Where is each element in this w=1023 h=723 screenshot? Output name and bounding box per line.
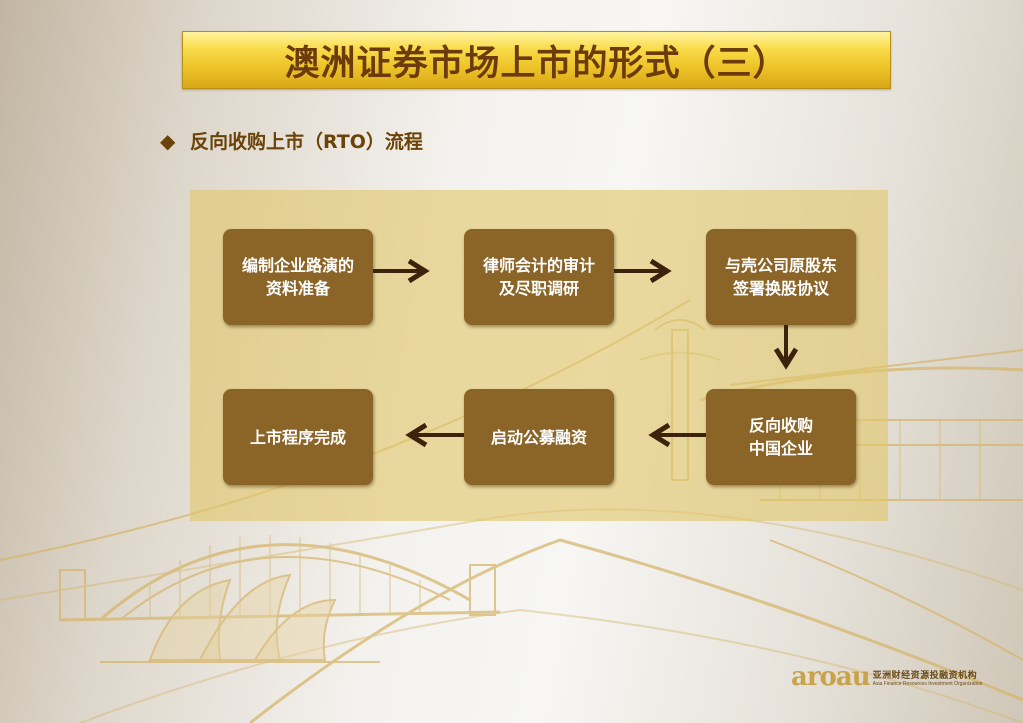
- flow-step-3: 与壳公司原股东 签署换股协议: [706, 229, 856, 325]
- section-heading-text: 反向收购上市（RTO）流程: [190, 131, 423, 153]
- section-heading: ◆ 反向收购上市（RTO）流程: [160, 127, 423, 154]
- logo-name-cn: 亚洲财经资源投融资机构: [872, 670, 978, 681]
- flow-step-5-label: 启动公募融资: [490, 427, 587, 447]
- flow-step-3-label: 与壳公司原股东 签署换股协议: [724, 256, 837, 298]
- flow-step-4: 反向收购 中国企业: [706, 389, 856, 485]
- flow-step-6-label: 上市程序完成: [249, 427, 346, 447]
- organization-logo: aroau 亚洲财经资源投融资机构 Asia Finance Resources…: [791, 664, 982, 690]
- flow-step-5: 启动公募融资: [464, 389, 614, 485]
- logo-wordmark: aroau: [791, 662, 871, 692]
- diamond-bullet-icon: ◆: [160, 128, 176, 153]
- flow-step-2: 律师会计的审计 及尽职调研: [464, 229, 614, 325]
- flow-step-1: 编制企业路演的 资料准备: [223, 229, 373, 325]
- flow-step-2-label: 律师会计的审计 及尽职调研: [482, 256, 595, 298]
- page-title: 澳洲证券市场上市的形式（三）: [284, 43, 789, 84]
- title-banner: 澳洲证券市场上市的形式（三）: [182, 31, 891, 89]
- logo-name-en: Asia Finance Resources Investment Organi…: [872, 680, 983, 687]
- flow-step-6: 上市程序完成: [223, 389, 373, 485]
- flow-step-4-label: 反向收购 中国企业: [748, 416, 813, 458]
- logo-text: 亚洲财经资源投融资机构 Asia Finance Resources Inves…: [873, 668, 983, 687]
- flow-step-1-label: 编制企业路演的 资料准备: [241, 256, 354, 298]
